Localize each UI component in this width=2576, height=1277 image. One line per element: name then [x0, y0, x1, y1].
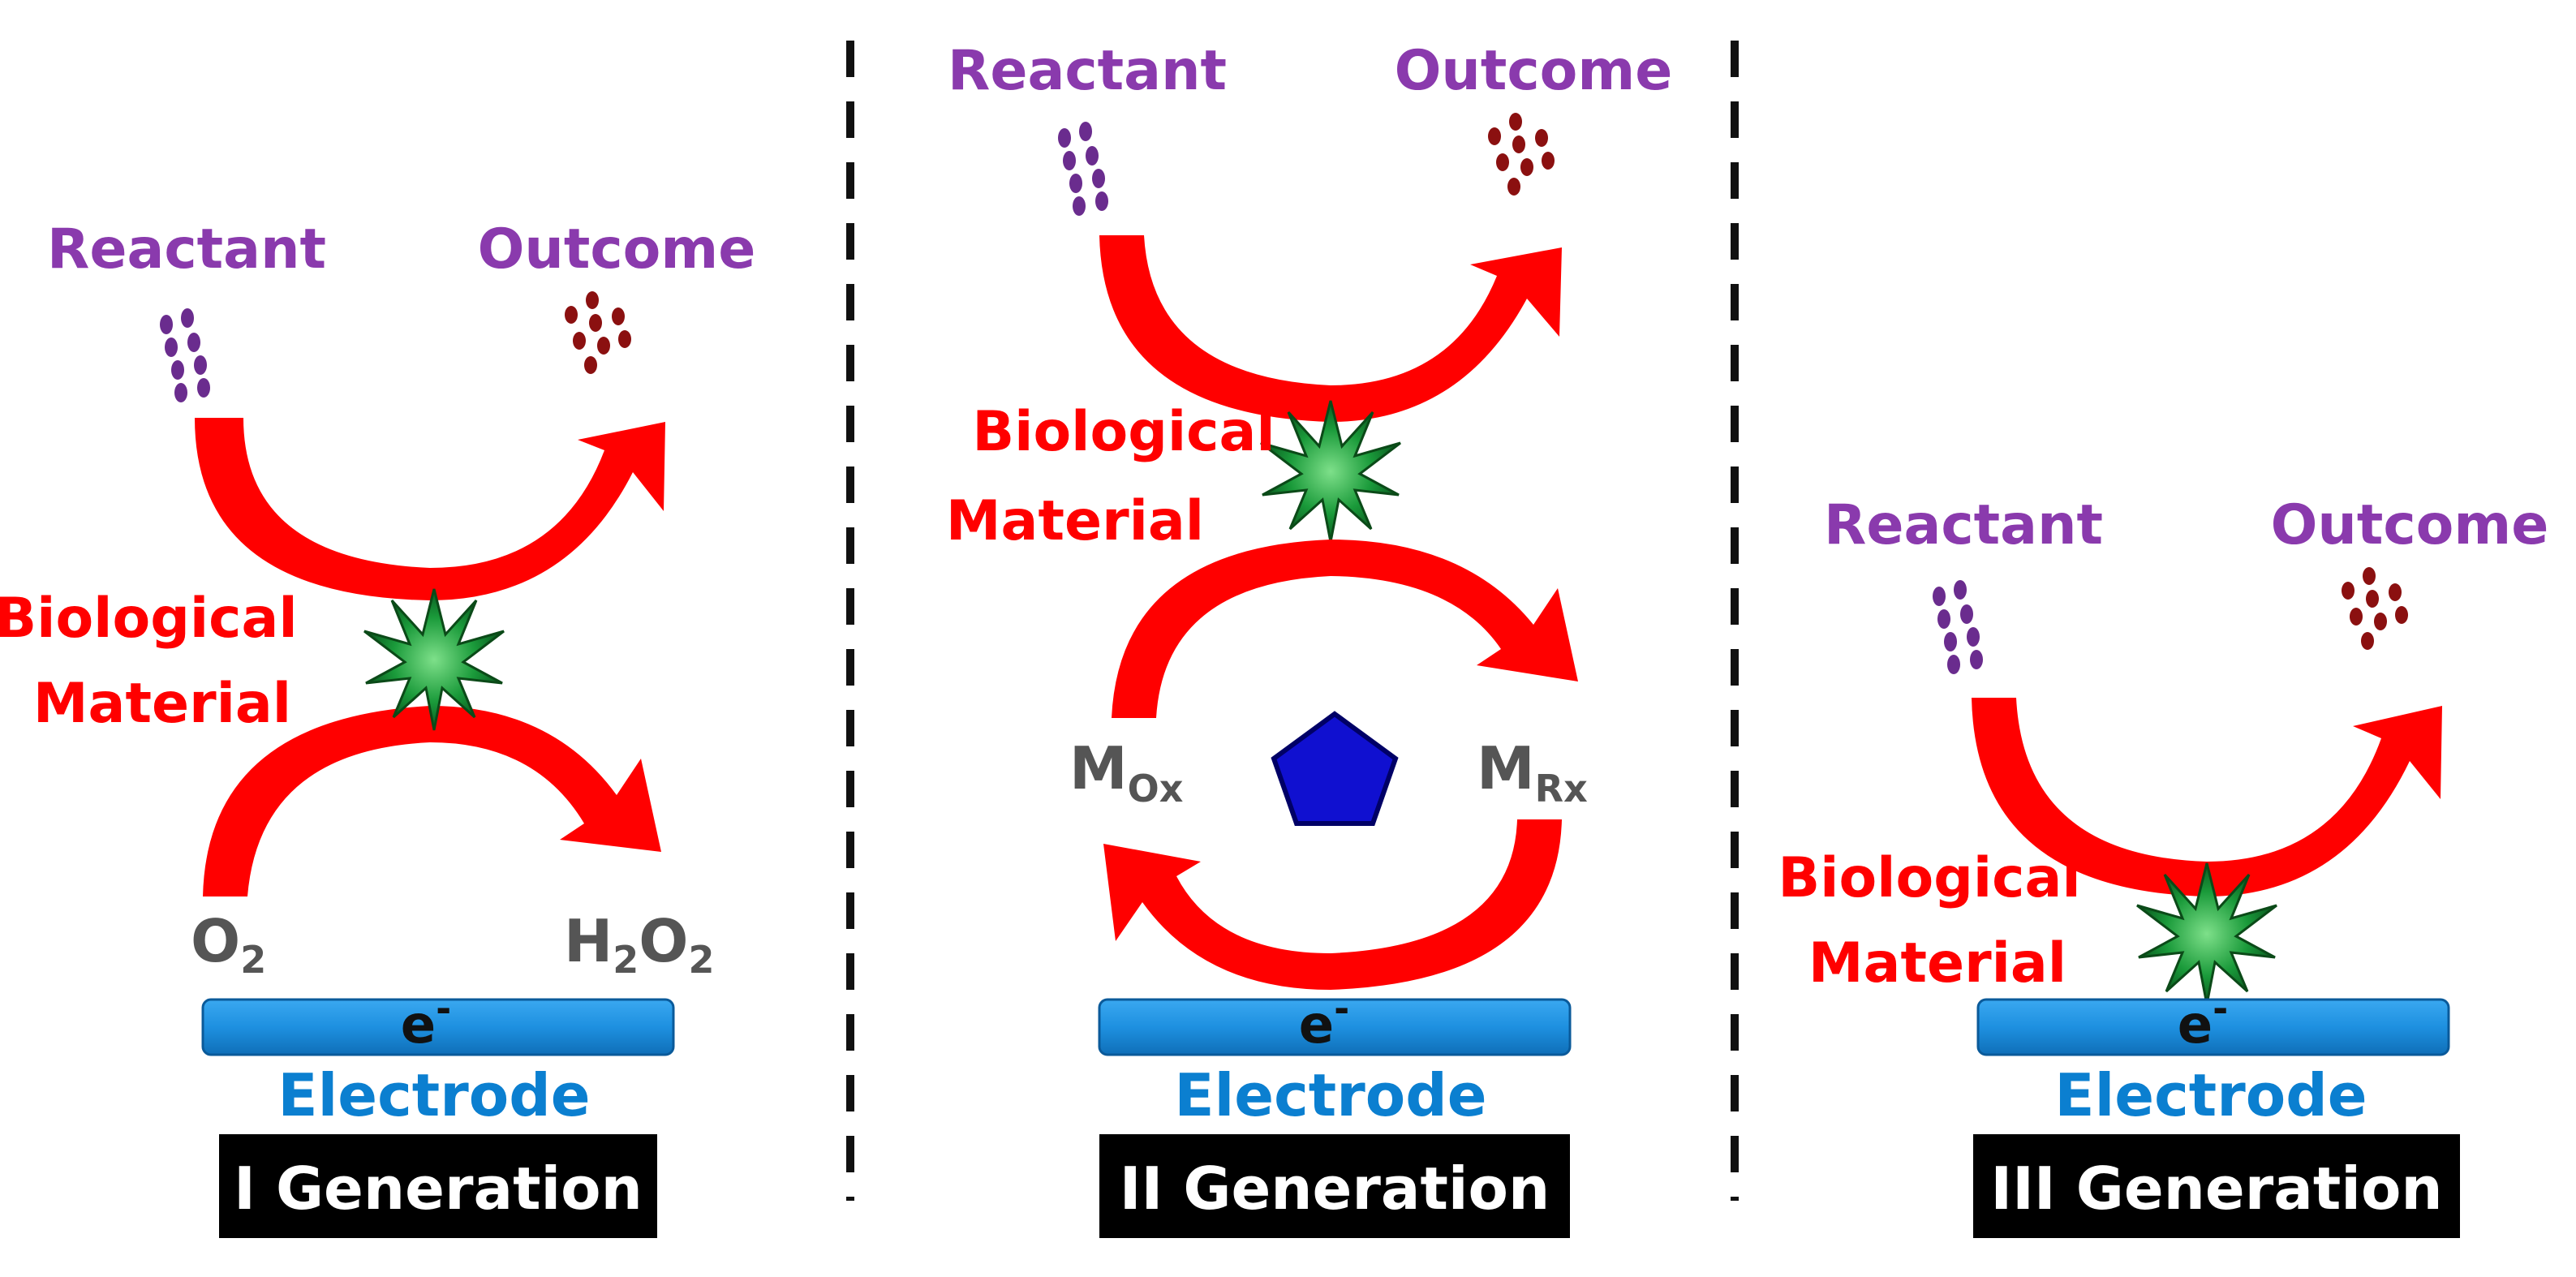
generation-badge [1973, 1134, 2460, 1238]
bio-material-label-line1: Biological [972, 400, 1275, 464]
reactant-label: Reactant [1824, 493, 2103, 557]
panel-gen1: Reactant Outcome Biological Material O2 … [0, 217, 755, 1238]
outcome-label: Outcome [2271, 493, 2549, 557]
m-ox-label: MOx [1069, 734, 1183, 810]
star-enzyme-icon [1259, 399, 1402, 544]
bio-material-label-line2: Material [946, 489, 1204, 553]
electrode-label: Electrode [2054, 1061, 2367, 1129]
generation-title: III Generation [1990, 1154, 2442, 1223]
outcome-dots-icon [565, 291, 631, 374]
reactant-to-outcome-arrow [195, 418, 665, 600]
outcome-label: Outcome [478, 217, 756, 282]
outcome-dots-icon [1488, 113, 1555, 196]
reactant-label: Reactant [47, 217, 326, 282]
mediator-reduction-arrow [1103, 819, 1562, 990]
h2o2-label: H2O2 [564, 907, 715, 982]
electrode-label: Electrode [1174, 1061, 1486, 1129]
electrode-icon [1098, 998, 1572, 1056]
bio-material-label-line1: Biological [0, 587, 298, 651]
o2-label: O2 [191, 907, 266, 982]
electron-label: e- [1299, 987, 1350, 1056]
generation-title: II Generation [1120, 1154, 1550, 1223]
electrode-icon [201, 998, 675, 1056]
electron-label: e- [401, 987, 452, 1056]
reactant-dots-icon [160, 308, 210, 402]
bio-material-label-line2: Material [1808, 931, 2066, 995]
mediator-pentagon-icon [1271, 711, 1399, 826]
reactant-dots-icon [1058, 122, 1108, 216]
bio-material-label-line1: Biological [1778, 846, 2080, 910]
o2-to-h2o2-arrow [203, 706, 661, 896]
electrode-icon [1976, 998, 2450, 1056]
electron-label: e- [2178, 987, 2229, 1056]
star-enzyme-icon [363, 587, 505, 732]
electrode-label: Electrode [277, 1061, 590, 1129]
reactant-label: Reactant [948, 39, 1227, 103]
generation-badge [219, 1134, 657, 1238]
panel-gen2: Reactant Outcome Biological Material MOx… [946, 39, 1672, 1238]
generation-badge [1099, 1134, 1570, 1238]
panel-gen3: Reactant Outcome Biological Material e- … [1778, 493, 2548, 1238]
outcome-dots-icon [2342, 567, 2408, 650]
reactant-to-outcome-arrow [1972, 698, 2442, 896]
mediator-oxidation-arrow [1112, 540, 1578, 718]
m-rx-label: MRx [1477, 734, 1588, 810]
bio-material-label-line2: Material [33, 672, 291, 736]
reactant-to-outcome-arrow [1099, 235, 1562, 422]
outcome-label: Outcome [1395, 39, 1673, 103]
generation-title: I Generation [234, 1154, 643, 1223]
reactant-dots-icon [1933, 580, 1983, 674]
